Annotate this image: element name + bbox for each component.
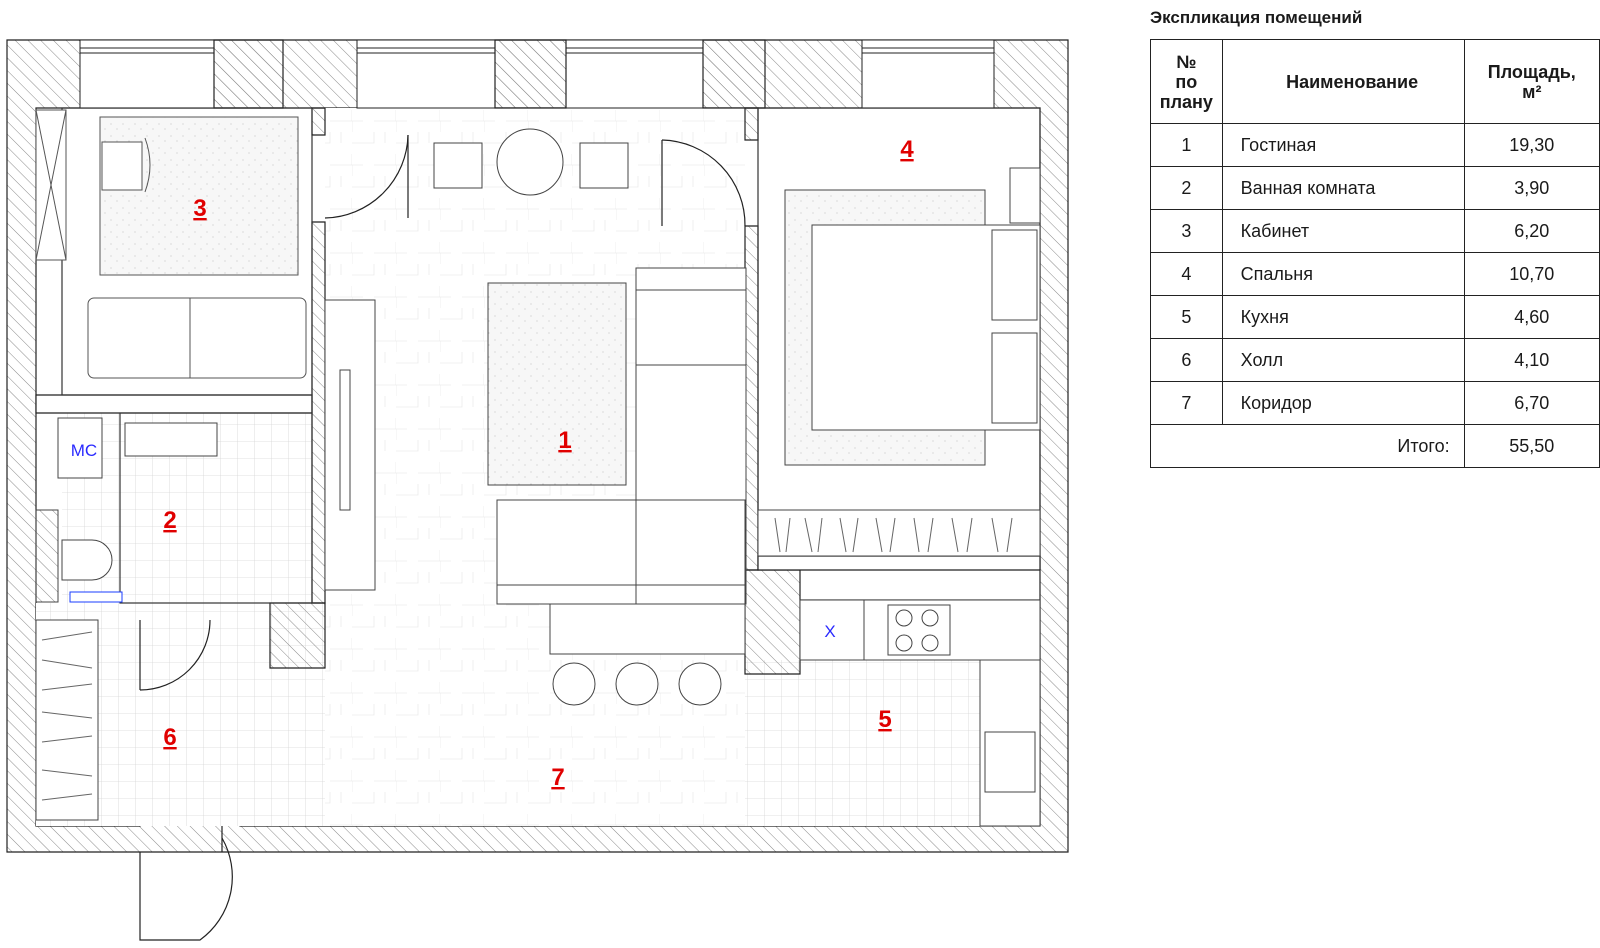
table-total-row: Итого: 55,50 bbox=[1150, 424, 1600, 468]
windows bbox=[79, 39, 995, 109]
header-area: Площадь, м² bbox=[1463, 39, 1600, 124]
stove-label: X bbox=[824, 622, 835, 641]
room-number-4: 4 bbox=[900, 136, 914, 163]
total-area: 55,50 bbox=[1463, 424, 1600, 468]
room-number-6: 6 bbox=[163, 724, 176, 751]
study-furniture bbox=[35, 109, 307, 379]
room-number-5: 5 bbox=[878, 706, 891, 733]
wardrobe-hangers-hall bbox=[41, 631, 93, 801]
wc-label: МС bbox=[71, 441, 97, 460]
kitchen-fixtures bbox=[799, 599, 1041, 827]
interior-walls bbox=[35, 107, 1041, 675]
floor-plan: 3 1 4 bbox=[6, 39, 1069, 941]
table-title: Экспликация помещений bbox=[1150, 8, 1363, 27]
bathroom-fixtures bbox=[35, 417, 218, 603]
room-number-7: 7 bbox=[551, 764, 564, 791]
doors bbox=[139, 134, 746, 941]
header-number: № по плану bbox=[1150, 39, 1223, 124]
table-header-row: № по плану Наименование Площадь, м² bbox=[1150, 39, 1600, 124]
header-name: Наименование bbox=[1221, 39, 1465, 124]
room-number-3: 3 bbox=[193, 195, 206, 222]
room-number-2: 2 bbox=[163, 507, 176, 534]
total-label: Итого: bbox=[1150, 424, 1465, 468]
dining-set bbox=[433, 128, 629, 196]
room-number-1: 1 bbox=[558, 427, 571, 454]
living-furniture bbox=[324, 267, 747, 706]
hall-wardrobe bbox=[35, 619, 99, 821]
bedroom-furniture bbox=[757, 167, 1041, 557]
wardrobe-hangers-bedroom bbox=[774, 517, 1013, 553]
